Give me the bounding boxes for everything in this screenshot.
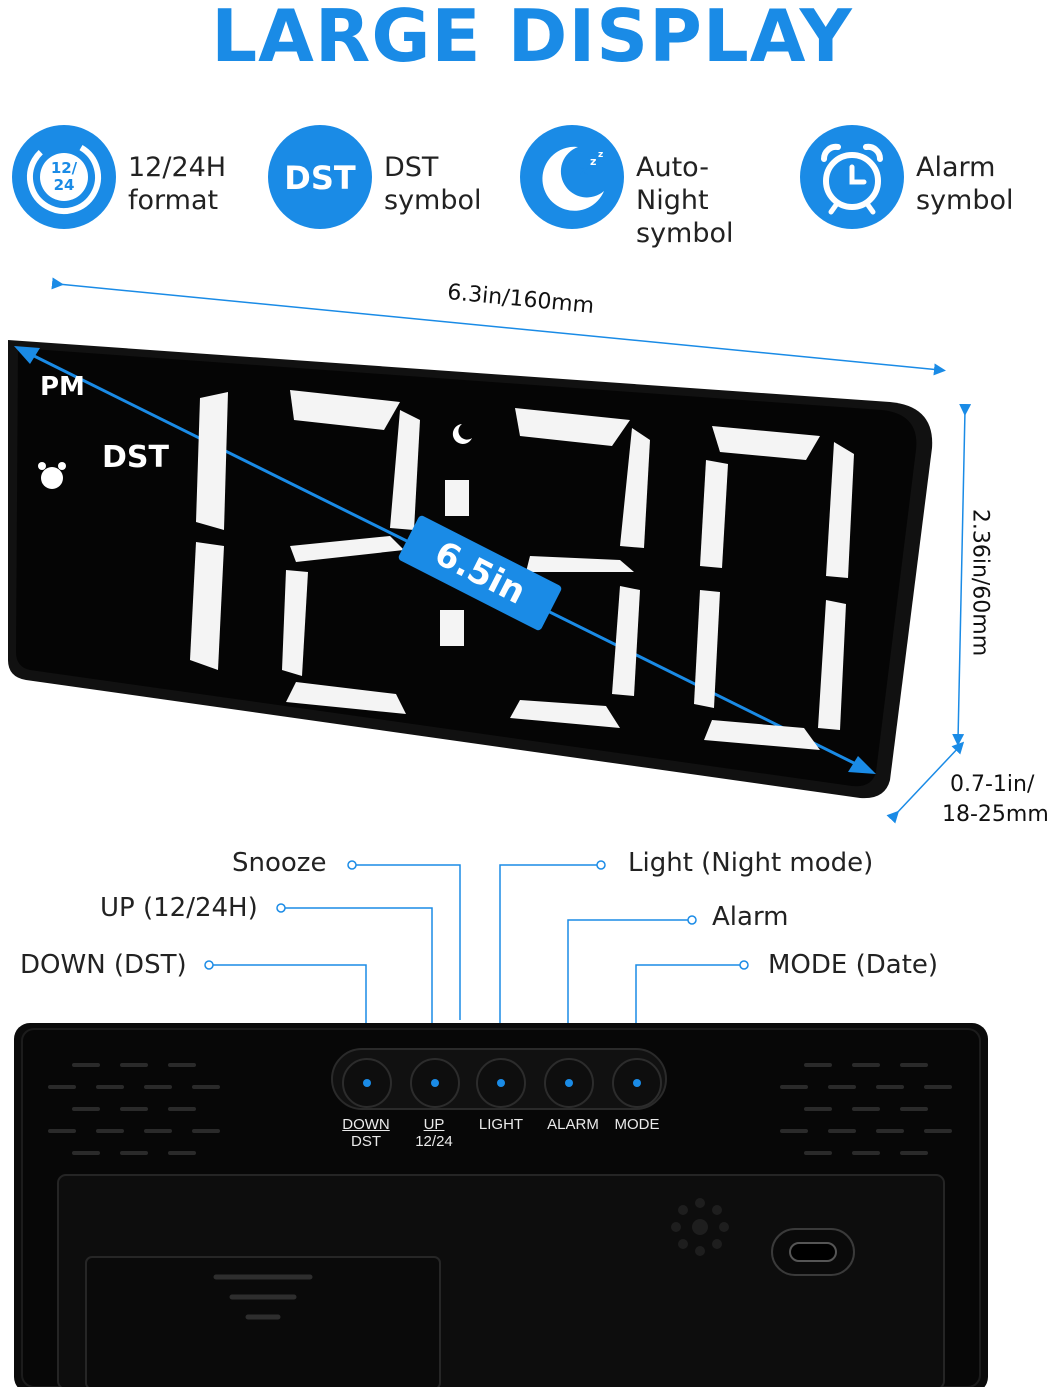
alarm-clock-icon [800, 125, 904, 229]
snooze-callout: Snooze [232, 848, 327, 878]
svg-text:24: 24 [54, 176, 75, 194]
light-callout: Light (Night mode) [628, 848, 874, 878]
callout-lines [204, 860, 749, 1030]
svg-text:z: z [598, 150, 603, 160]
alarm-callout: Alarm [712, 902, 789, 932]
feature-title: Auto-Night [636, 152, 709, 216]
light-button[interactable] [476, 1058, 526, 1108]
height-dimension-label: 2.36in/60mm [967, 508, 993, 657]
12-24-clock-icon: 12/ 24 [12, 125, 116, 229]
feature-title: Alarm [916, 152, 996, 183]
depth-dimension-label-2: 18-25mm [942, 802, 1049, 827]
dimension-lines [51, 277, 972, 824]
up-button[interactable] [410, 1058, 460, 1108]
down-callout: DOWN (DST) [20, 950, 187, 980]
up-callout: UP (12/24H) [100, 893, 258, 923]
down-key-label: DOWN DST [342, 1116, 390, 1150]
depth-dimension-label-1: 0.7-1in/ [950, 772, 1035, 797]
alarm-key-label: ALARM [547, 1116, 599, 1133]
mode-key-label: MODE [614, 1116, 660, 1133]
feature-title: DST [384, 152, 439, 183]
dst-icon: DST [268, 125, 372, 229]
clock-back [14, 1023, 988, 1387]
feature-subtitle: symbol [916, 185, 1014, 216]
dst-badge-text: DST [284, 159, 356, 197]
feature-subtitle: format [128, 185, 219, 216]
dst-indicator: DST [102, 440, 169, 475]
feature-title: 12/24H [128, 152, 227, 183]
mode-button[interactable] [612, 1058, 662, 1108]
light-key-label: LIGHT [478, 1116, 524, 1133]
feature-subtitle: symbol [636, 218, 734, 249]
down-button[interactable] [342, 1058, 392, 1108]
alarm-button[interactable] [544, 1058, 594, 1108]
up-key-label: UP 12/24 [415, 1116, 453, 1150]
feature-subtitle: symbol [384, 185, 482, 216]
page-title: LARGE DISPLAY [211, 0, 853, 78]
moon-icon: z z z [520, 125, 624, 229]
svg-text:z: z [590, 155, 596, 168]
mode-callout: MODE (Date) [768, 950, 939, 980]
clock-digits [190, 390, 854, 750]
pm-indicator: PM [40, 372, 85, 402]
svg-text:z: z [580, 163, 588, 179]
svg-text:12/: 12/ [51, 159, 78, 177]
